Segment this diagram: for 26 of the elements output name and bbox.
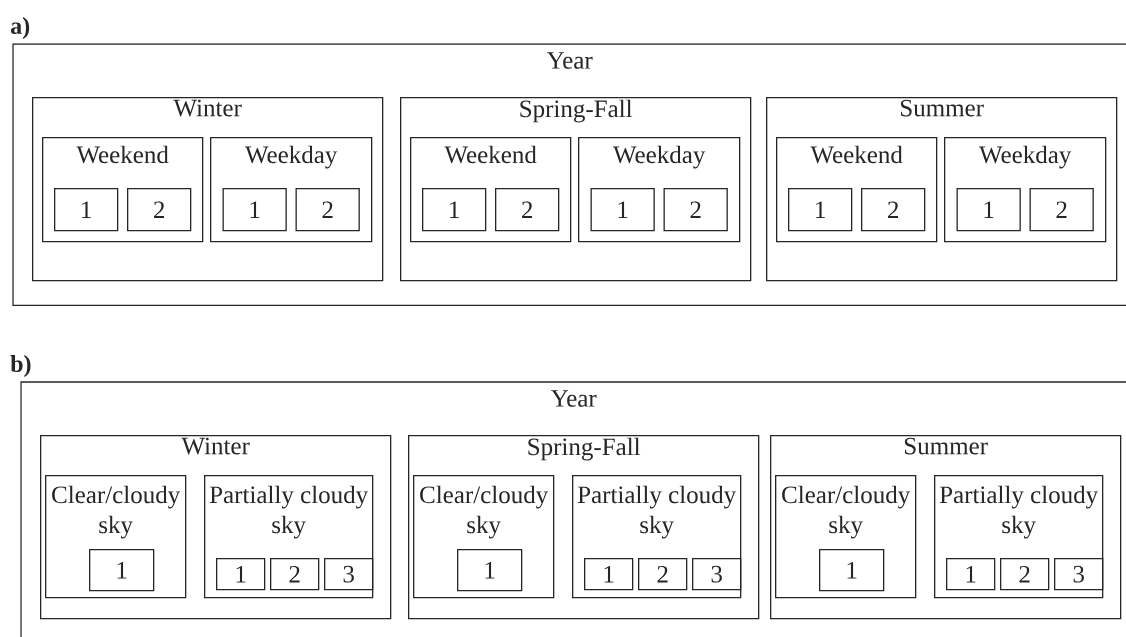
number-box: 2 — [663, 188, 728, 232]
number-box: 1 — [946, 558, 996, 591]
number-box: 2 — [295, 188, 360, 232]
number-box: 2 — [127, 188, 192, 232]
number-box: 1 — [956, 188, 1021, 232]
number-box: 1 — [590, 188, 655, 232]
number-box: 3 — [1054, 558, 1104, 591]
number-box: 1 — [222, 188, 287, 232]
panel-label: b) — [10, 355, 31, 377]
number-box: 2 — [495, 188, 560, 232]
number-box: 1 — [584, 558, 634, 591]
number-box: 2 — [270, 558, 320, 591]
number-box: 3 — [324, 558, 374, 591]
number-box: 1 — [422, 188, 487, 232]
number-box: 2 — [861, 188, 926, 232]
number-box: 1 — [89, 549, 155, 592]
number-box: 2 — [1000, 558, 1050, 591]
number-box: 3 — [692, 558, 742, 591]
number-box: 1 — [54, 188, 119, 232]
number-box: 1 — [819, 549, 885, 592]
number-box: 2 — [638, 558, 688, 591]
number-box: 1 — [216, 558, 266, 591]
number-box: 2 — [1029, 188, 1094, 232]
number-box: 1 — [788, 188, 853, 232]
number-box: 1 — [457, 549, 523, 592]
panel-label: a) — [10, 17, 30, 39]
